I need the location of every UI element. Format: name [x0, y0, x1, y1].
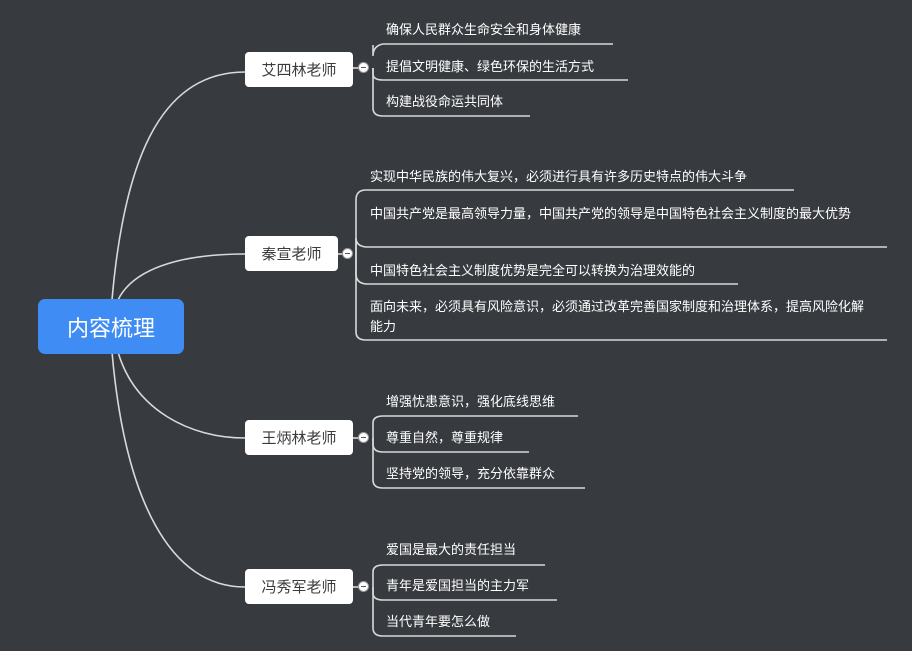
topic-item[interactable]: 当代青年要怎么做 [386, 615, 491, 630]
topic-item[interactable]: 爱国是最大的责任担当 [386, 543, 517, 558]
collapse-toggle-icon[interactable] [342, 248, 353, 259]
branch-label: 秦宣老师 [261, 245, 322, 263]
topic-item[interactable]: 坚持党的领导，充分依靠群众 [386, 467, 556, 482]
topic-item[interactable]: 提倡文明健康、绿色环保的生活方式 [386, 60, 595, 75]
root-topic[interactable]: 内容梳理 [38, 299, 184, 354]
topic-item[interactable]: 增强忧患意识，强化底线思维 [386, 395, 556, 410]
branch-ai-silin[interactable]: 艾四林老师 [245, 52, 353, 87]
topic-item[interactable]: 尊重自然，尊重规律 [386, 431, 504, 446]
topic-item[interactable]: 青年是爱国担当的主力军 [386, 579, 530, 594]
collapse-toggle-icon[interactable] [358, 62, 369, 73]
collapse-toggle-icon[interactable] [358, 432, 369, 443]
topic-item[interactable]: 确保人民群众生命安全和身体健康 [386, 23, 582, 38]
topic-item[interactable]: 中国共产党是最高领导力量，中国共产党的领导是中国特色社会主义制度的最大优势 [370, 207, 852, 222]
branch-qin-xuan[interactable]: 秦宣老师 [245, 236, 338, 271]
branch-label: 艾四林老师 [261, 61, 337, 79]
root-topic-label: 内容梳理 [66, 316, 155, 342]
topic-item[interactable]: 实现中华民族的伟大复兴，必须进行具有许多历史特点的伟大斗争 [370, 170, 748, 185]
branch-wang-binglin[interactable]: 王炳林老师 [245, 420, 353, 455]
branch-label: 冯秀军老师 [261, 578, 337, 596]
collapse-toggle-icon[interactable] [358, 581, 369, 592]
topic-item[interactable]: 构建战役命运共同体 [386, 95, 504, 110]
topic-item[interactable]: 中国特色社会主义制度优势是完全可以转换为治理效能的 [370, 264, 696, 279]
branch-feng-xiujun[interactable]: 冯秀军老师 [245, 569, 353, 604]
topic-item[interactable]: 面向未来，必须具有风险意识，必须通过改革完善国家制度和治理体系，提高风险化解能力 [370, 300, 865, 335]
branch-label: 王炳林老师 [261, 429, 337, 447]
